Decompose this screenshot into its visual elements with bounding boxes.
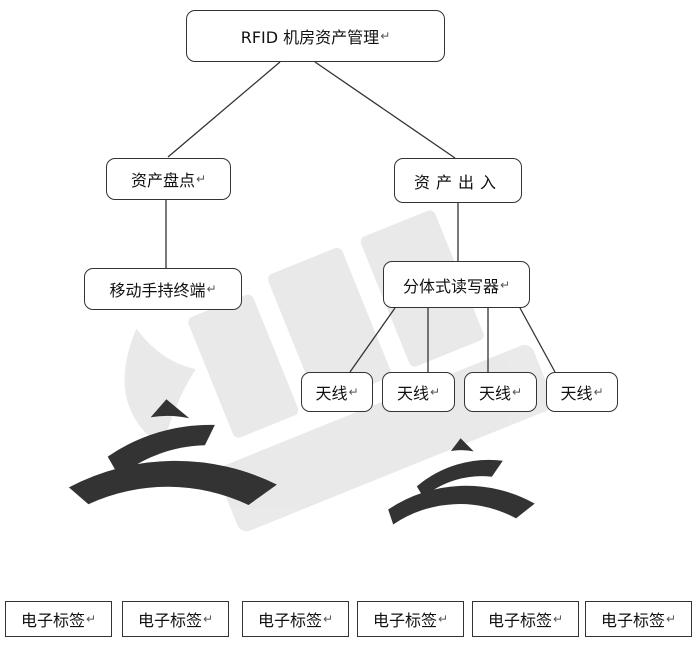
- return-mark-icon: ↵: [437, 612, 449, 626]
- electronic-tag-4: 电子标签↵: [357, 601, 464, 637]
- wireless-waves-left-icon: [68, 399, 277, 505]
- asset-inventory-label: 资产盘点: [130, 171, 195, 190]
- electronic-tag-label: 电子标签: [487, 611, 552, 630]
- asset-in-out-label: 资产出入: [413, 172, 502, 192]
- return-mark-icon: ↵: [429, 385, 441, 399]
- split-reader-label: 分体式读写器: [402, 276, 499, 296]
- return-mark-icon: ↵: [206, 282, 217, 296]
- electronic-tag-5: 电子标签↵: [472, 601, 579, 637]
- return-mark-icon: ↵: [322, 612, 334, 626]
- handheld-terminal-label: 移动手持终端: [109, 281, 206, 300]
- connector-reader-antenna-1: [349, 307, 396, 373]
- asset-in-out-node: 资产出入: [394, 158, 522, 203]
- return-mark-icon: ↵: [552, 612, 564, 626]
- electronic-tag-label: 电子标签: [600, 611, 665, 630]
- antenna-node-1: 天线↵: [301, 372, 373, 412]
- asset-inventory-node: 资产盘点↵: [106, 158, 231, 200]
- electronic-tag-6: 电子标签↵: [585, 601, 692, 637]
- electronic-tag-label: 电子标签: [257, 611, 322, 630]
- antenna-label: 天线: [396, 384, 429, 403]
- wireless-waves-right-icon: [388, 438, 535, 525]
- antenna-label: 天线: [478, 384, 511, 403]
- connector-root-right: [314, 61, 456, 159]
- antenna-node-3: 天线↵: [464, 372, 537, 412]
- return-mark-icon: ↵: [348, 385, 359, 399]
- electronic-tag-label: 电子标签: [20, 611, 85, 630]
- electronic-tag-label: 电子标签: [137, 611, 202, 630]
- electronic-tag-2: 电子标签↵: [122, 601, 229, 637]
- return-mark-icon: ↵: [499, 277, 511, 292]
- electronic-tag-3: 电子标签↵: [242, 601, 349, 637]
- antenna-label: 天线: [560, 384, 593, 403]
- return-mark-icon: ↵: [195, 172, 207, 186]
- split-reader-node: 分体式读写器↵: [383, 261, 530, 308]
- handheld-terminal-node: 移动手持终端↵: [84, 268, 242, 310]
- electronic-tag-label: 电子标签: [372, 611, 437, 630]
- return-mark-icon: ↵: [593, 385, 604, 399]
- return-mark-icon: ↵: [665, 612, 677, 626]
- return-mark-icon: ↵: [202, 612, 214, 626]
- root-node-label: RFID 机房资产管理: [240, 28, 380, 47]
- root-node: RFID 机房资产管理↵: [186, 10, 445, 62]
- connector-root-left: [167, 61, 281, 158]
- connector-reader-antenna-4: [519, 307, 556, 373]
- return-mark-icon: ↵: [511, 385, 523, 399]
- return-mark-icon: ↵: [85, 612, 97, 626]
- antenna-node-4: 天线↵: [546, 372, 618, 412]
- electronic-tag-1: 电子标签↵: [5, 601, 112, 637]
- return-mark-icon: ↵: [380, 29, 391, 43]
- antenna-node-2: 天线↵: [382, 372, 455, 412]
- antenna-label: 天线: [315, 384, 348, 403]
